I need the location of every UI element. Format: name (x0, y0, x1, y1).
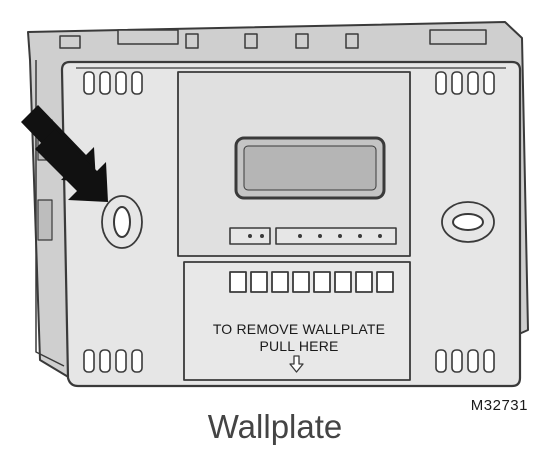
vent-slots-bottom-right (435, 349, 495, 373)
back-plate-tabs (59, 29, 487, 49)
terminal-strip-large (275, 227, 397, 245)
down-arrow-outline-icon (289, 355, 304, 373)
vent-slots-top-right (435, 71, 495, 95)
vent-slots-top-left (83, 71, 143, 95)
mounting-hole-right (441, 201, 495, 243)
figure-caption: Wallplate (207, 408, 343, 445)
terminal-strip-small (229, 227, 271, 245)
terminal-blocks (229, 271, 394, 293)
figure-code: M32731 (470, 397, 528, 414)
pointer-arrow-icon (21, 105, 108, 202)
remove-instruction-line1: TO REMOVE WALLPLATE (212, 321, 386, 337)
vent-slots-bottom-left (83, 349, 143, 373)
mounting-hole-left (101, 195, 143, 249)
remove-instruction-line2: PULL HERE (259, 338, 339, 354)
front-plate (60, 60, 522, 388)
